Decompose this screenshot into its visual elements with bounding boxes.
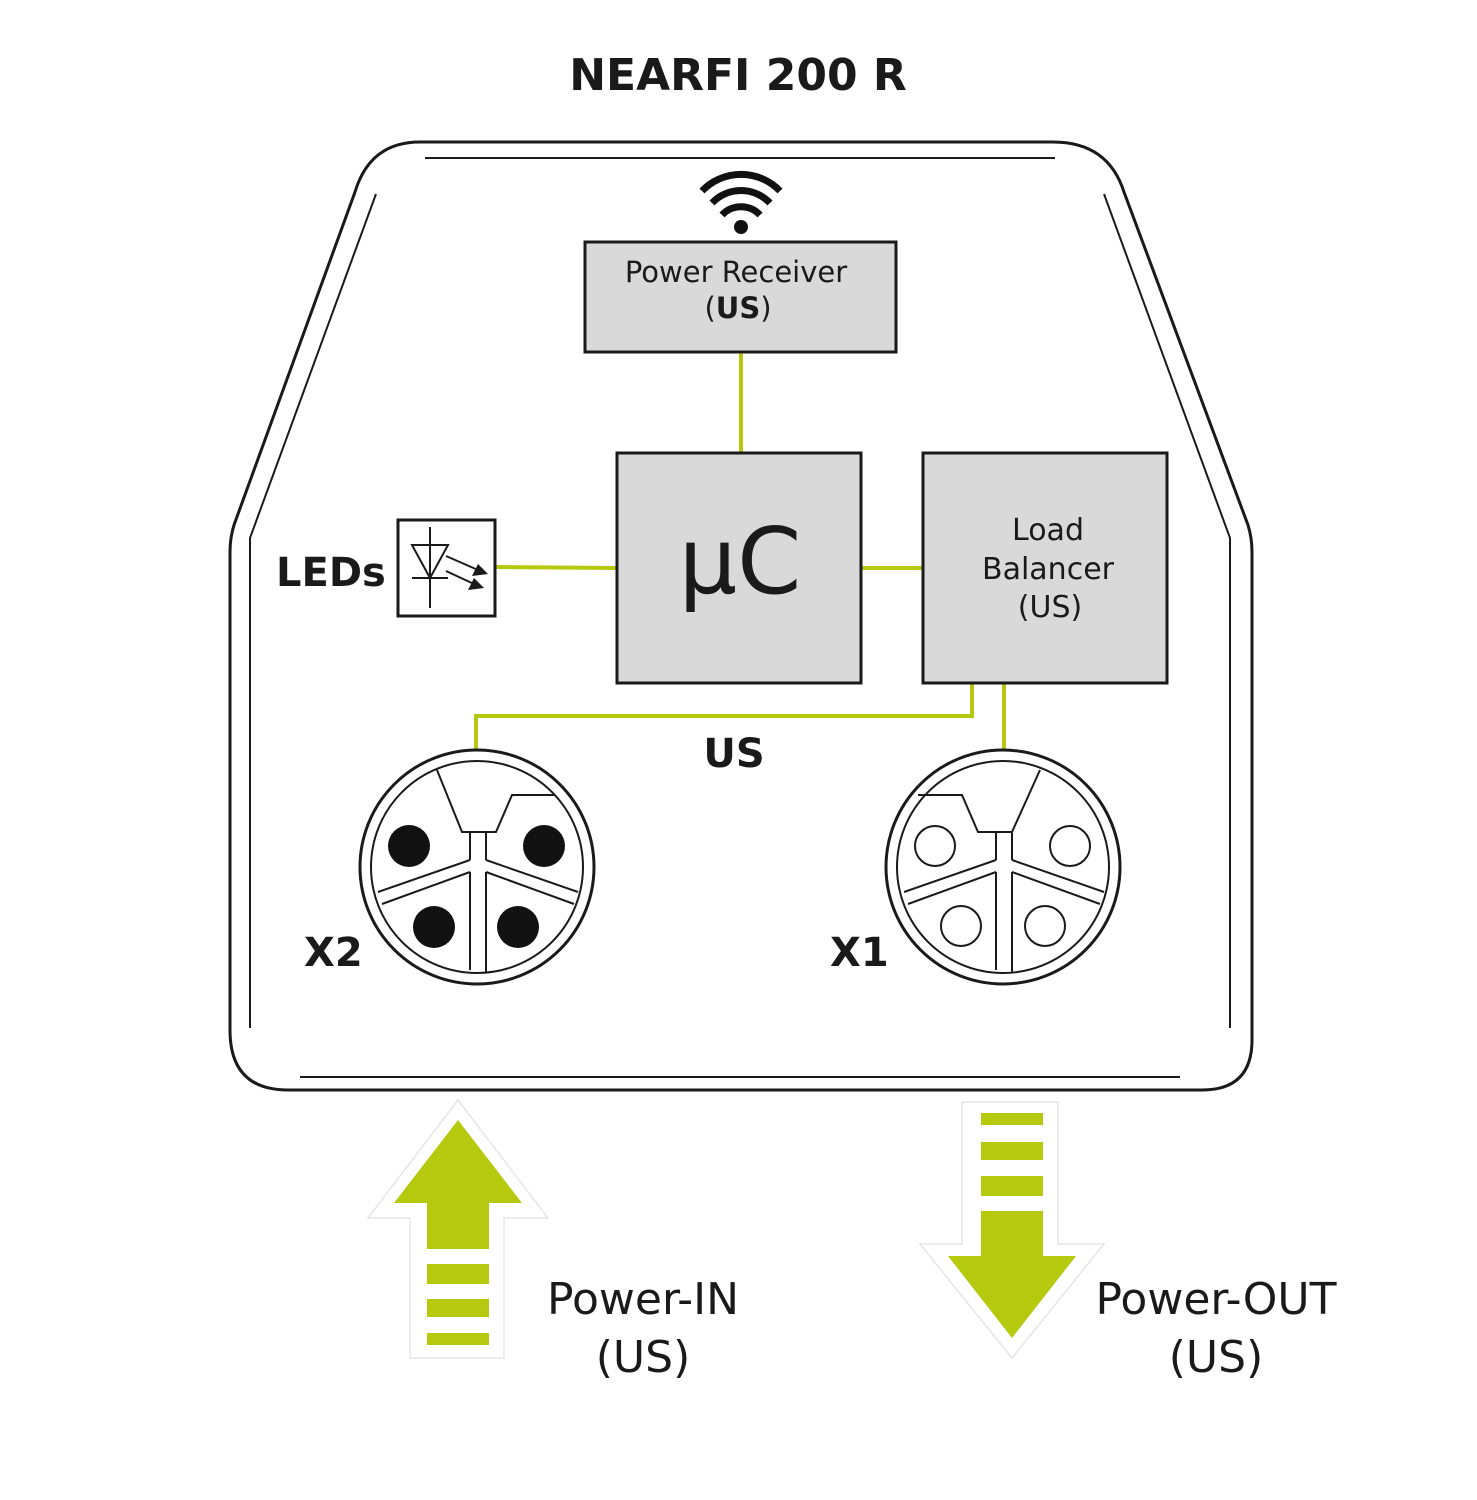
wifi-icon — [699, 170, 783, 234]
connector-x1-label: X1 — [830, 930, 889, 976]
connection-balancer-x2 — [474, 684, 974, 750]
diagram-title: NEARFI 200 R — [569, 50, 907, 101]
housing-inner-line-right — [1103, 193, 1231, 1028]
connection-leds-uc — [494, 565, 618, 570]
signal-connections — [474, 352, 1006, 750]
load-balancer-block: Load Balancer (US) — [921, 451, 1169, 685]
led-icon — [396, 518, 497, 618]
load-balancer-label-line1: Load — [1012, 513, 1084, 548]
power-receiver-label: Power Receiver — [625, 255, 847, 289]
connector-x2 — [358, 748, 596, 986]
x2-pins — [388, 825, 565, 948]
device-housing-outline — [228, 140, 1254, 1092]
load-balancer-label-line2: Balancer — [982, 552, 1115, 587]
leds-label: LEDs — [276, 550, 386, 596]
power-in-label-line2: (US) — [596, 1332, 690, 1383]
bus-label: US — [703, 731, 764, 777]
microcontroller-label: µC — [679, 508, 802, 615]
power-out-label-line1: Power-OUT — [1095, 1274, 1336, 1325]
power-out-arrow-icon — [918, 1101, 1106, 1360]
power-out-label-line2: (US) — [1169, 1332, 1263, 1383]
housing-inner-line-left — [249, 193, 377, 1028]
microcontroller-block: µC — [615, 451, 863, 685]
load-balancer-label-line3: (US) — [1018, 590, 1082, 625]
power-in-label-line1: Power-IN — [547, 1274, 739, 1325]
power-receiver-sublabel: (US) — [704, 291, 771, 325]
power-receiver-block: Power Receiver (US) — [583, 240, 898, 354]
x1-pins — [914, 825, 1091, 947]
power-in-arrow-icon — [366, 1098, 550, 1359]
connector-x1 — [884, 748, 1122, 986]
connector-x2-label: X2 — [304, 930, 363, 976]
